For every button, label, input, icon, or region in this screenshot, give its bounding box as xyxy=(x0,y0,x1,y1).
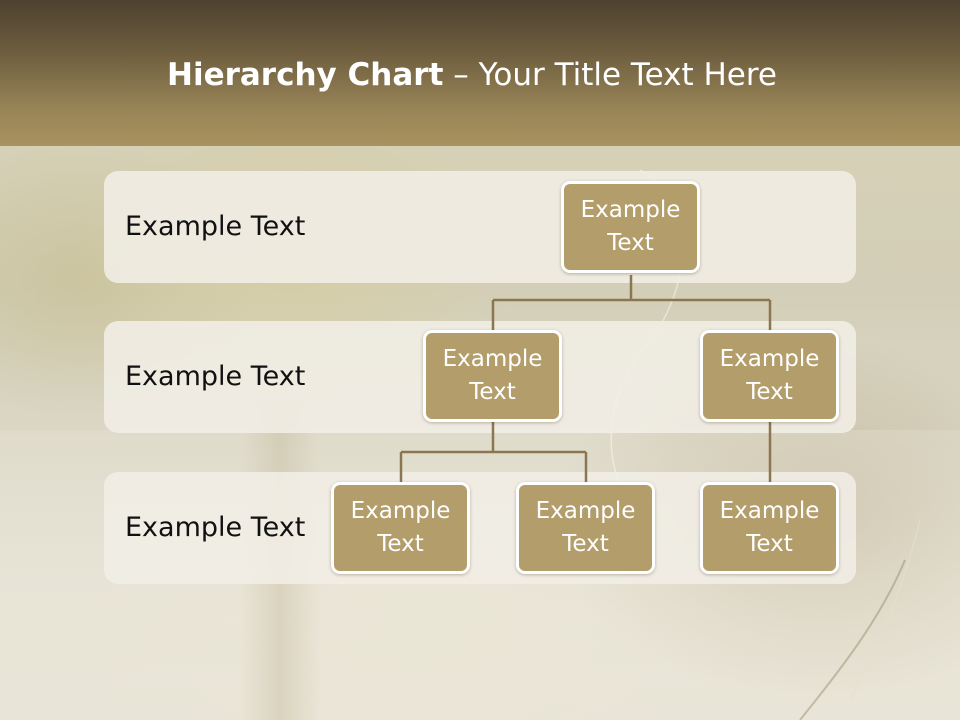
page-title: Hierarchy Chart – Your Title Text Here xyxy=(0,50,944,100)
level-label-1: Example Text xyxy=(125,211,306,242)
title-bold-part: Hierarchy Chart xyxy=(167,57,444,93)
node-level3-middle[interactable]: Example Text xyxy=(516,482,655,574)
title-rest-part: – Your Title Text Here xyxy=(443,57,777,93)
level-band-1: Example Text xyxy=(104,171,856,283)
node-level2-right[interactable]: Example Text xyxy=(700,330,839,422)
node-root[interactable]: Example Text xyxy=(561,181,700,273)
node-level3-right[interactable]: Example Text xyxy=(700,482,839,574)
level-label-2: Example Text xyxy=(125,361,306,392)
header-bar xyxy=(0,0,960,146)
node-level2-left[interactable]: Example Text xyxy=(423,330,562,422)
node-level3-left[interactable]: Example Text xyxy=(331,482,470,574)
level-label-3: Example Text xyxy=(125,512,306,543)
